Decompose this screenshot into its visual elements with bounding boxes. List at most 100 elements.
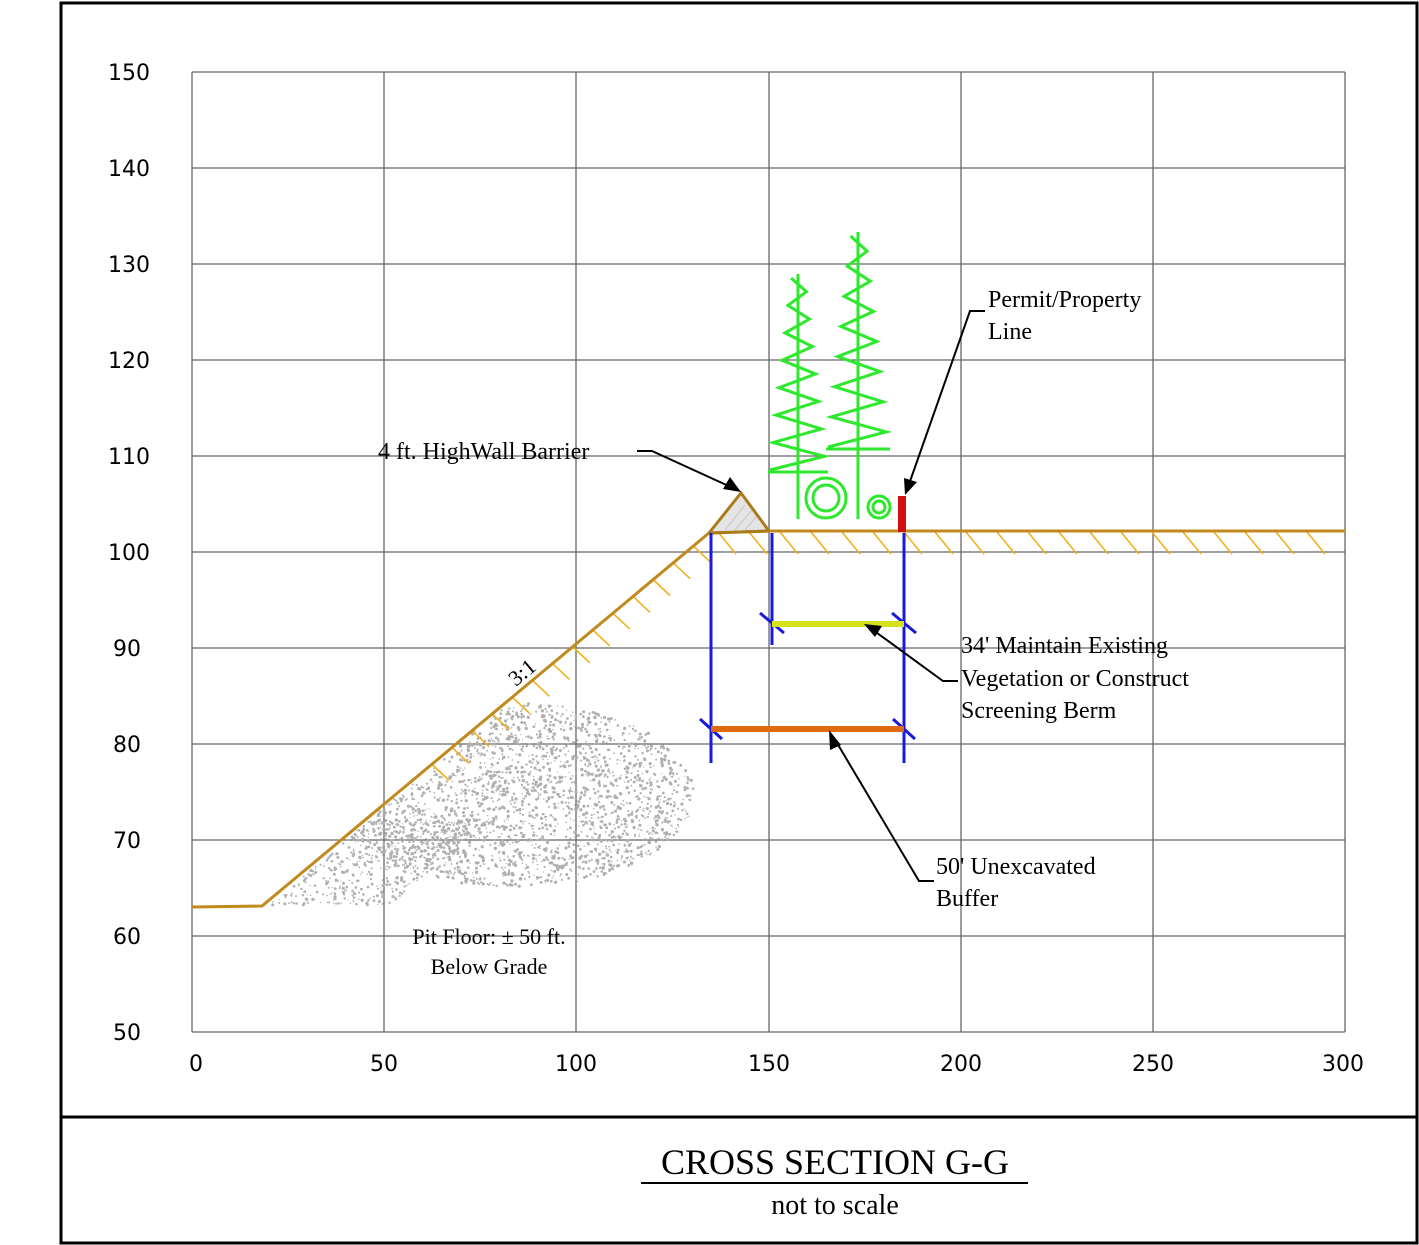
- rock-dot: [450, 775, 453, 778]
- rock-dot: [358, 850, 362, 854]
- hatch-mark: [810, 531, 830, 555]
- rock-dot: [360, 898, 364, 902]
- rock-dot: [544, 881, 547, 884]
- rock-dot: [474, 776, 477, 780]
- rock-dot: [394, 845, 396, 848]
- rock-dot: [429, 833, 432, 836]
- shrub-large: [804, 476, 848, 520]
- rock-dot: [597, 843, 600, 846]
- rock-dot: [567, 796, 570, 800]
- hatch-mark: [572, 646, 591, 664]
- rock-dot: [352, 848, 355, 851]
- rock-dot: [418, 818, 423, 822]
- rock-dot: [391, 890, 394, 893]
- rock-dot: [520, 733, 522, 736]
- rock-dot: [512, 723, 515, 726]
- rock-dot: [450, 807, 454, 811]
- rock-dot: [488, 732, 492, 736]
- rock-dot: [598, 781, 601, 784]
- rock-dot: [621, 820, 623, 822]
- rock-dot: [598, 806, 602, 809]
- rock-dot: [534, 781, 538, 785]
- rock-dot: [649, 805, 653, 808]
- rock-dot: [478, 854, 482, 858]
- rock-dot: [593, 715, 597, 720]
- rock-dot: [553, 854, 556, 857]
- rock-dot: [464, 783, 467, 786]
- rock-dot: [500, 747, 503, 750]
- rock-dot: [598, 783, 602, 787]
- rock-dot: [478, 849, 480, 852]
- rock-dot: [302, 879, 306, 883]
- rock-dot: [656, 848, 660, 851]
- rock-dot: [393, 798, 396, 801]
- rock-dot: [385, 837, 387, 840]
- rock-dot: [532, 786, 535, 789]
- rock-dot: [426, 788, 429, 791]
- rock-dot: [444, 820, 447, 822]
- rock-dot: [571, 856, 575, 859]
- rock-dot: [571, 861, 575, 864]
- rock-dot: [605, 838, 608, 841]
- rock-dot: [640, 850, 643, 853]
- rock-dot: [624, 768, 626, 770]
- rock-dot: [343, 890, 346, 893]
- rock-dot: [581, 820, 585, 823]
- rock-dot: [586, 724, 589, 727]
- rock-dot: [608, 868, 612, 872]
- rock-dot: [689, 778, 693, 783]
- rock-dot: [438, 780, 441, 784]
- rock-dot: [528, 872, 531, 875]
- rock-dot: [407, 820, 409, 823]
- rock-dot: [508, 834, 510, 837]
- rock-dot: [459, 867, 462, 869]
- rock-dot: [527, 702, 530, 705]
- rock-dot: [633, 775, 637, 780]
- rock-dot: [623, 829, 626, 832]
- rock-dot: [354, 886, 358, 889]
- rock-dot: [522, 823, 524, 825]
- rock-dot: [336, 855, 340, 859]
- rock-dot: [547, 873, 551, 877]
- rock-dot: [483, 821, 486, 824]
- rock-dot: [388, 823, 391, 827]
- rock-dot: [568, 771, 570, 773]
- rock-dot: [372, 895, 376, 898]
- rock-dot: [495, 825, 499, 829]
- rock-dot: [616, 724, 620, 727]
- rock-dot: [510, 718, 514, 721]
- rock-dot: [558, 844, 561, 846]
- rock-dot: [597, 836, 600, 839]
- rock-dot: [491, 751, 494, 754]
- rock-dot: [586, 765, 589, 768]
- rock-dot: [578, 815, 581, 818]
- rock-dot: [391, 859, 395, 862]
- vegetation-leader: [872, 629, 958, 682]
- rock-dot: [651, 788, 653, 791]
- rock-dot: [573, 719, 575, 722]
- rock-dot: [420, 785, 423, 789]
- rock-dot: [545, 815, 548, 818]
- rock-dot: [503, 779, 508, 783]
- rock-dot: [672, 761, 674, 764]
- rock-dot: [385, 877, 389, 880]
- rock-dot: [336, 879, 339, 882]
- rock-dot: [631, 864, 633, 866]
- rock-dot: [575, 719, 577, 721]
- rock-dot: [407, 834, 411, 838]
- rock-dot: [365, 829, 369, 832]
- rock-dot: [529, 788, 531, 790]
- rock-dot: [567, 764, 571, 768]
- rock-dot: [546, 839, 550, 843]
- rock-dot: [581, 812, 586, 817]
- rock-dot: [377, 851, 379, 853]
- rock-dot: [526, 788, 529, 792]
- rock-dot: [550, 742, 553, 745]
- rock-dot: [543, 726, 546, 730]
- rock-dot: [502, 869, 505, 871]
- rock-dot: [666, 817, 669, 820]
- rock-dot: [543, 865, 546, 869]
- rock-dot: [438, 865, 442, 868]
- rock-dot: [547, 727, 552, 732]
